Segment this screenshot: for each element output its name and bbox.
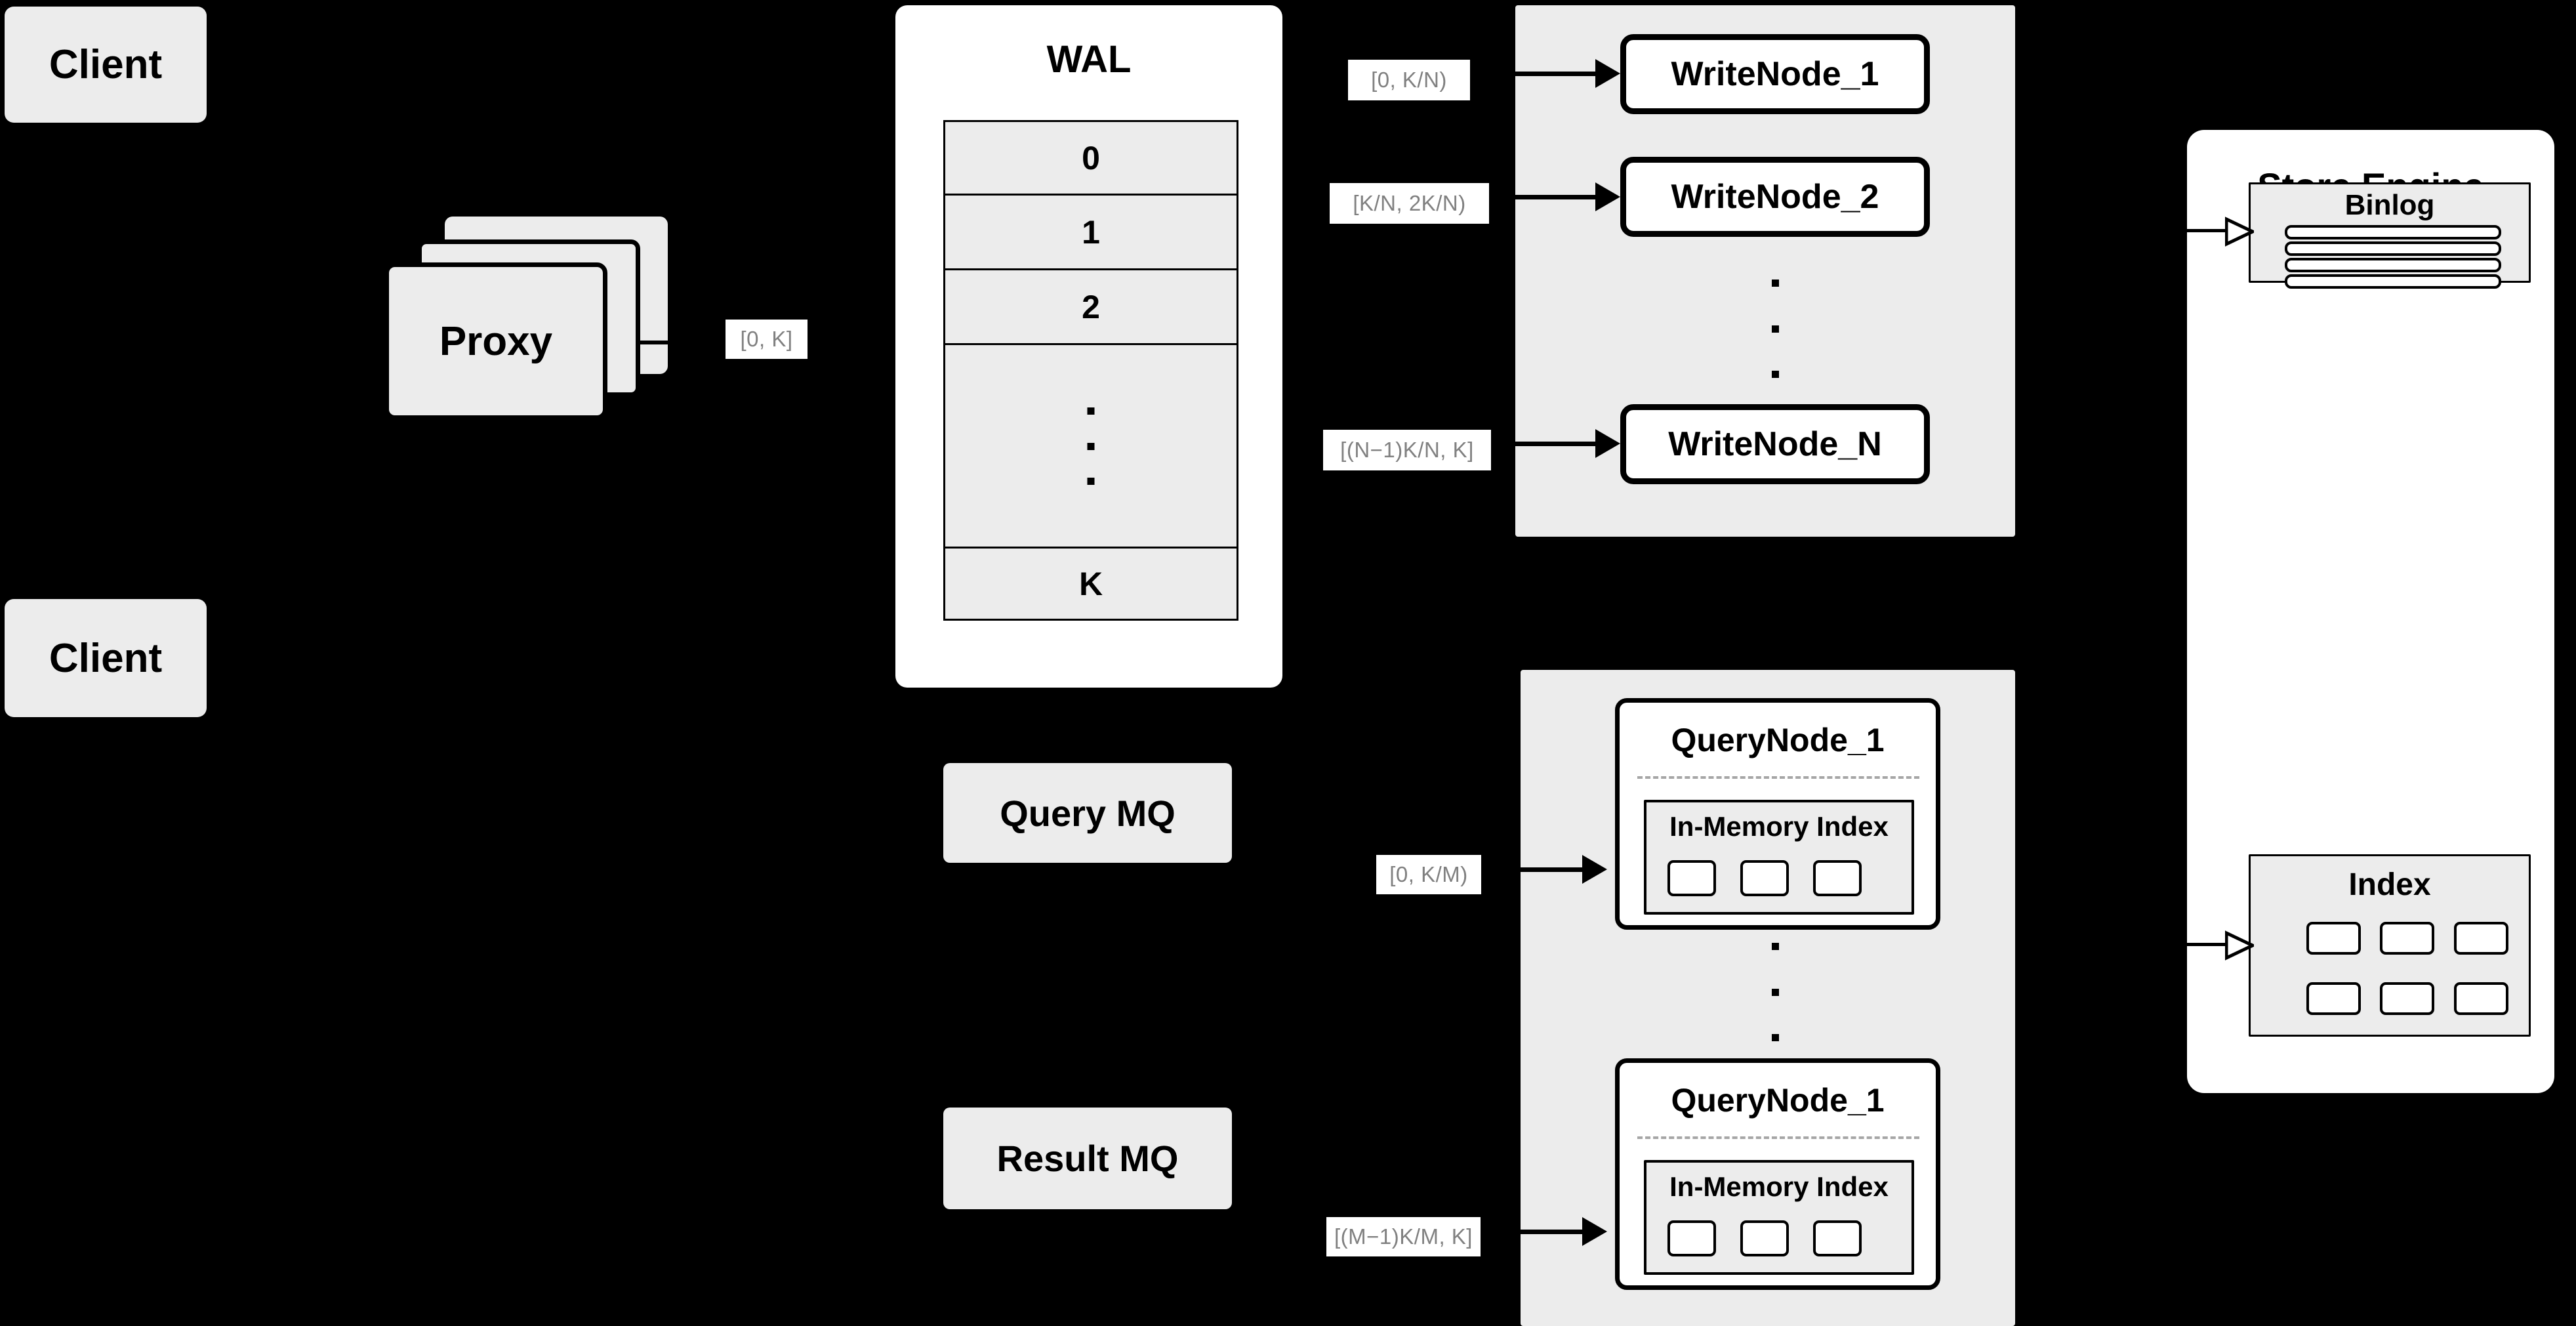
range-label-write-node-n: [(N−1)K/N, K] [1323, 430, 1491, 470]
arrow-head-query-node-m [1582, 1217, 1607, 1246]
query-node-1[interactable]: QueryNode_1 In-Memory Index [1615, 698, 1940, 930]
store-index-chip [2306, 922, 2361, 955]
write-cluster-vertical-ellipsis-icon [1771, 280, 1779, 378]
result-mq-label: Result MQ [996, 1138, 1179, 1179]
client-box-2[interactable]: Client [5, 599, 207, 717]
write-node-1[interactable]: WriteNode_1 [1620, 34, 1930, 114]
client-label-2: Client [49, 635, 163, 681]
arrow-line-binlog [2186, 229, 2230, 232]
binlog-title: Binlog [2344, 189, 2435, 221]
query-node-m-in-memory-index: In-Memory Index [1644, 1160, 1914, 1275]
query-node-1-label: QueryNode_1 [1671, 722, 1885, 758]
proxy-card-front[interactable]: Proxy [384, 262, 607, 420]
index-chip [1740, 1220, 1789, 1256]
arrow-line-index [2186, 943, 2230, 946]
range-label-proxy-to-wal: [0, K] [726, 320, 808, 359]
client-label-1: Client [49, 42, 163, 87]
range-label-query-node-1: [0, K/M) [1376, 855, 1481, 894]
client-box-1[interactable]: Client [5, 7, 207, 123]
query-mq-box[interactable]: Query MQ [943, 763, 1232, 863]
store-index-chip [2380, 982, 2434, 1015]
arrow-line-write-node-n [1492, 442, 1604, 446]
store-index-chip [2454, 922, 2508, 955]
query-node-m-label: QueryNode_1 [1671, 1082, 1885, 1119]
arrow-head-open-binlog [2225, 217, 2254, 247]
range-label-write-node-2: [K/N, 2K/N) [1330, 183, 1489, 224]
wal-row-ellipsis [945, 345, 1237, 549]
binlog-bar [2285, 241, 2501, 256]
query-node-m[interactable]: QueryNode_1 In-Memory Index [1615, 1058, 1940, 1290]
wal-row[interactable]: 2 [945, 270, 1237, 345]
index-chip [1667, 860, 1716, 896]
query-node-1-index-label: In-Memory Index [1669, 811, 1889, 842]
index-chip [1813, 860, 1862, 896]
write-node-2-label: WriteNode_2 [1671, 178, 1879, 216]
store-index-chip [2454, 982, 2508, 1015]
wal-row[interactable]: K [1078, 565, 1103, 602]
binlog-bar [2285, 225, 2501, 239]
range-label-query-node-m: [(M−1)K/M, K] [1326, 1217, 1481, 1256]
arrow-head-write-node-2 [1595, 182, 1620, 211]
proxy-wal-connector [640, 341, 669, 344]
wal-vertical-ellipsis-icon [1087, 407, 1095, 485]
wal-title: WAL [1046, 37, 1132, 81]
query-node-m-index-label: In-Memory Index [1669, 1171, 1889, 1202]
arrow-line-query-node-m [1492, 1230, 1591, 1234]
wal-row-table: 0 1 2 K [943, 120, 1238, 621]
query-cluster-vertical-ellipsis-icon [1771, 943, 1779, 1041]
write-node-1-label: WriteNode_1 [1671, 55, 1879, 93]
write-node-n[interactable]: WriteNode_N [1620, 404, 1930, 484]
index-box: Index [2249, 854, 2531, 1037]
query-node-1-separator [1637, 776, 1919, 779]
arrow-line-write-node-2 [1492, 195, 1604, 199]
binlog-bar [2285, 258, 2501, 272]
arrow-head-open-index [2225, 930, 2254, 961]
arrow-head-query-node-1 [1582, 855, 1607, 884]
proxy-label: Proxy [439, 318, 553, 364]
query-node-1-in-memory-index: In-Memory Index [1644, 800, 1914, 915]
arrow-line-write-node-1 [1492, 72, 1604, 76]
query-node-m-separator [1637, 1136, 1919, 1139]
arrow-line-query-node-1 [1492, 867, 1591, 872]
store-index-chip [2380, 922, 2434, 955]
store-index-chip [2306, 982, 2361, 1015]
result-mq-box[interactable]: Result MQ [943, 1108, 1232, 1209]
query-mq-label: Query MQ [1000, 792, 1176, 834]
write-node-2[interactable]: WriteNode_2 [1620, 157, 1930, 237]
write-node-n-label: WriteNode_N [1668, 425, 1882, 463]
index-title: Index [2348, 867, 2431, 902]
wal-row[interactable]: 0 [945, 122, 1237, 196]
arrow-head-write-node-1 [1595, 59, 1620, 88]
arrow-head-write-node-n [1595, 429, 1620, 458]
index-chip [1813, 1220, 1862, 1256]
index-chip [1667, 1220, 1716, 1256]
binlog-box: Binlog [2249, 182, 2531, 289]
range-label-write-node-1: [0, K/N) [1348, 60, 1470, 100]
wal-row[interactable]: 1 [945, 196, 1237, 270]
index-chip [1740, 860, 1789, 896]
binlog-bar [2285, 274, 2501, 289]
